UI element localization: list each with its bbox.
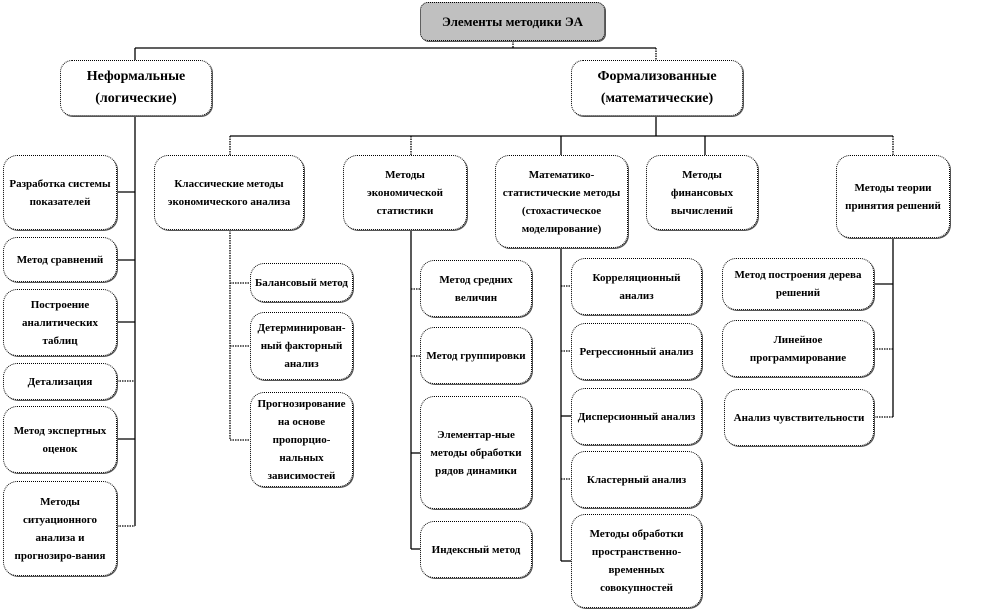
- group-formal: Формализованные (математические): [571, 60, 743, 116]
- statistics-item: Индексный метод: [420, 521, 532, 578]
- category-economic-statistics: Методы экономической статистики: [343, 155, 467, 230]
- informal-item: Детализация: [3, 363, 117, 400]
- decision-theory-item: Линейное программирование: [722, 320, 874, 377]
- math-statistical-item: Корреляционный анализ: [571, 258, 702, 315]
- group-informal-label: Неформальные (логические): [86, 69, 186, 106]
- math-statistical-item: Регрессионный анализ: [571, 323, 702, 380]
- root-label: Элементы методики ЭА: [441, 13, 584, 29]
- statistics-item: Элементар-ные методы обработки рядов дин…: [420, 396, 532, 509]
- informal-item: Построение аналитических таблиц: [3, 289, 117, 356]
- root-node: Элементы методики ЭА: [420, 2, 605, 41]
- informal-item: Метод сравнений: [3, 237, 117, 282]
- math-statistical-item: Кластерный анализ: [571, 451, 702, 508]
- category-decision-theory: Методы теории принятия решений: [836, 155, 950, 238]
- informal-item: Разработка системы показателей: [3, 155, 117, 230]
- category-math-statistical: Математико-статистические методы (стохас…: [495, 155, 628, 248]
- informal-item: Метод экспертных оценок: [3, 406, 117, 473]
- group-formal-label: Формализованные (математические): [597, 69, 717, 106]
- classical-item: Прогнозирование на основе пропорцио-наль…: [250, 392, 353, 487]
- math-statistical-item: Методы обработки пространственно-временн…: [571, 514, 702, 608]
- statistics-item: Метод средних величин: [420, 260, 532, 317]
- informal-item: Методы ситуационного анализа и прогнозир…: [3, 481, 117, 576]
- classical-item: Балансовый метод: [250, 263, 353, 302]
- group-informal: Неформальные (логические): [60, 60, 212, 116]
- decision-theory-item: Метод построения дерева решений: [722, 258, 874, 310]
- category-financial: Методы финансовых вычислений: [646, 155, 758, 230]
- decision-theory-item: Анализ чувствительности: [724, 389, 874, 446]
- statistics-item: Метод группировки: [420, 327, 532, 384]
- category-classical: Классические методы экономического анали…: [154, 155, 304, 230]
- math-statistical-item: Дисперсионный анализ: [571, 388, 702, 445]
- classical-item: Детерминирован-ный факторный анализ: [250, 312, 353, 380]
